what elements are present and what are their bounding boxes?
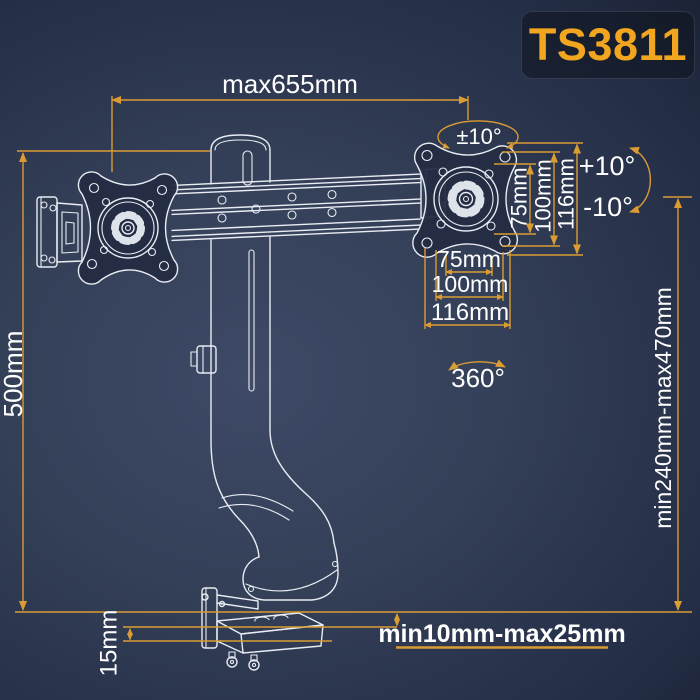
clamp-screw-knob [248,659,260,671]
tilt-up-label: +10° [579,151,636,181]
dim-height-range-lines [663,196,692,611]
vesa-plate-left [77,171,179,285]
vesa-horizontal-dim-lines [424,248,511,329]
dim-pole-height-lines [17,150,210,611]
crossbar-rail [171,173,421,242]
vesa-hub-spokes [447,180,485,218]
vesa-horizontal-100-label: 100mm [432,271,509,297]
mount-drawing [36,134,519,671]
dimension-annotations [15,96,692,649]
rotation-ellipse-icon [437,120,519,149]
vesa-vertical-dim-lines [494,142,583,256]
clamp-screw-knob [226,656,238,668]
vesa-vertical-116-label: 116mm [554,158,579,230]
dim-top-width-label: max655mm [222,69,358,99]
swivel-label: 360° [451,363,505,393]
rail-end-cap [36,196,83,268]
model-badge: TS3811 [521,11,695,79]
model-label: TS3811 [528,19,688,70]
vesa-plate-right [412,142,519,258]
vesa-vertical-75-label: 75mm [507,167,532,228]
swivel-arc-icon [448,359,506,371]
tilt-down-label: -10° [583,192,633,222]
height-range-label: min240mm-max470mm [650,287,676,529]
vesa-horizontal-75-label: 75mm [437,246,501,272]
dimension-labels: max655mm ±10° 75mm 100mm 116mm +10° -10°… [0,69,676,676]
cable-clip [196,345,217,374]
vesa-vertical-100-label: 100mm [531,159,556,232]
clamp-gap-label: 15mm [96,610,123,677]
pole [190,134,339,601]
desk-lines [15,611,692,649]
dim-top-width-lines [111,96,469,172]
pole-height-label: 500mm [0,331,28,418]
tilt-arc-icon [629,146,652,214]
tilt-top-label: ±10° [456,124,501,149]
vesa-hub-spokes [111,211,145,245]
vesa-horizontal-116-label: 116mm [431,299,509,326]
desk-thickness-label: min10mm-max25mm [378,620,625,648]
